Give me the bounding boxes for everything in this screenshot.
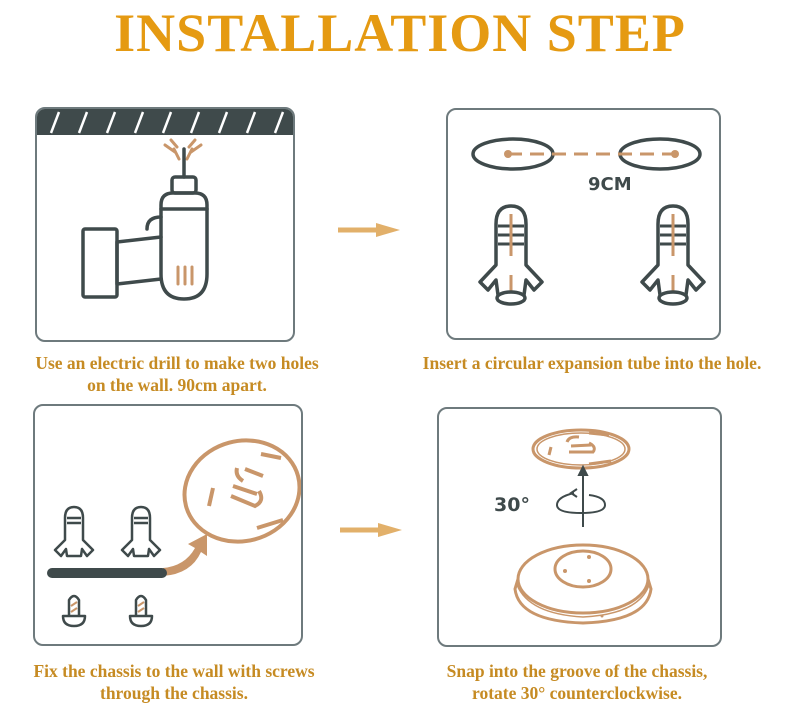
step-2-panel: 9CM [446,108,721,340]
chassis-base-icon [513,543,653,625]
rotate-chassis-illustration: 30° [494,428,653,625]
step-4-caption: Snap into the groove of the chassis, rot… [412,660,742,704]
step-1-caption-line2: on the wall. 90cm apart. [87,375,267,395]
step-2-caption: Insert a circular expansion tube into th… [384,352,800,374]
light-disk-icon [531,428,631,470]
step-4-caption-line1: Snap into the groove of the chassis, [446,661,708,681]
wall-bar-icon [47,568,167,578]
step-1-panel [35,107,295,342]
sparks-icon [163,138,203,161]
arrow-right-icon [340,523,402,537]
step-1-caption-line1: Use an electric drill to make two holes [35,353,319,373]
screw-icon [61,594,154,628]
rotation-label: 30° [494,494,530,516]
drill-illustration [37,109,293,301]
distance-label: 9CM [588,174,632,195]
expansion-tube-small-icon [53,505,162,558]
rotate-arrow-icon [555,464,607,527]
drill-icon [81,147,209,301]
expansion-tube-left-icon [478,204,544,306]
step-1-caption: Use an electric drill to make two holes … [0,352,354,396]
chassis-icon [182,438,301,544]
step-4-panel: 30° [437,407,722,647]
expansion-tube-illustration: 9CM [471,137,706,306]
chassis-screws-illustration [47,438,301,628]
step-3-caption: Fix the chassis to the wall with screws … [0,660,348,704]
page-title: INSTALLATION STEP [114,3,686,63]
expansion-tube-right-icon [640,204,706,306]
curved-arrow-icon [163,534,207,576]
step-3-caption-line1: Fix the chassis to the wall with screws [33,661,315,681]
step-4-caption-line2: rotate 30° counterclockwise. [472,683,682,703]
step-3-caption-line2: through the chassis. [100,683,248,703]
arrow-right-icon [338,223,400,237]
step-3-panel [33,404,303,646]
step-2-caption-line1: Insert a circular expansion tube into th… [422,353,762,373]
